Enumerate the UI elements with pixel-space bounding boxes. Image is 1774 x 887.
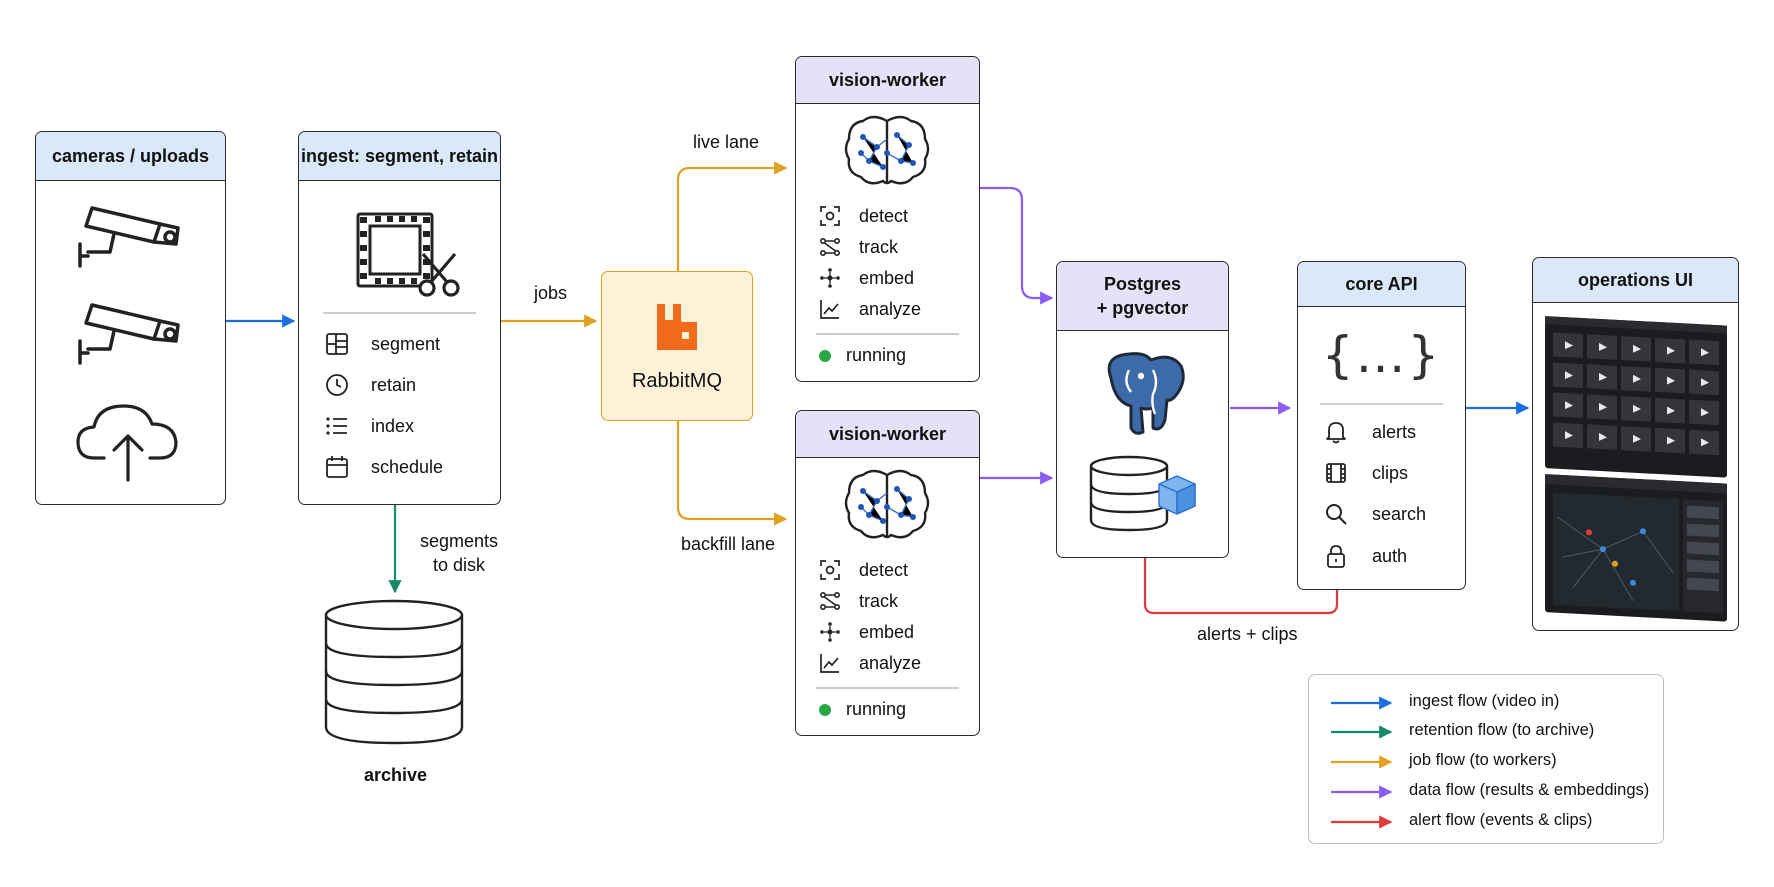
edge-rabbit-to-live-worker (676, 161, 788, 272)
vision-worker-backfill-node[interactable]: vision-worker detect track embed analyze… (795, 410, 980, 736)
chart-icon (820, 654, 839, 673)
status-dot-icon (819, 704, 831, 716)
cameras-uploads-node[interactable]: cameras / uploads (35, 131, 226, 505)
worker-item: track (859, 237, 899, 257)
cloud-upload-icon (76, 404, 178, 482)
api-item: search (1372, 504, 1427, 524)
vision-worker-live-node[interactable]: vision-worker detect track embed analyze… (795, 56, 980, 382)
lock-icon (1327, 545, 1345, 568)
layout-grid-icon (326, 333, 348, 355)
api-item: alerts (1372, 422, 1417, 442)
list-icon (326, 417, 347, 435)
edge-label-alerts-clips: alerts + clips (1197, 624, 1298, 644)
node-title: core API (1298, 262, 1465, 307)
worker-item: detect (859, 560, 909, 580)
ingest-item: index (371, 416, 415, 436)
worker-item: analyze (859, 653, 922, 673)
archive-database-icon (324, 599, 464, 745)
ingest-item: segment (371, 334, 441, 354)
rabbitmq-node[interactable]: RabbitMQ (601, 271, 753, 421)
braces-icon: {…} (1321, 326, 1442, 384)
rabbitmq-logo-icon (657, 304, 697, 350)
edge-label-to-disk: to disk (433, 555, 486, 575)
security-camera-icon (78, 206, 180, 268)
film-icon (1326, 463, 1346, 483)
legend-item: retention flow (to archive) (1409, 721, 1595, 739)
legend-item: data flow (results & embeddings) (1409, 781, 1650, 799)
chart-icon (820, 300, 839, 319)
archive-title: archive (364, 765, 428, 785)
legend-item: ingest flow (video in) (1409, 692, 1560, 710)
edge-rabbit-to-backfill-worker (676, 420, 788, 526)
core-api-node[interactable]: core API {…} alerts clips search auth (1297, 261, 1466, 590)
focus-icon (820, 560, 840, 580)
operations-ui-node[interactable]: operations UI (1532, 257, 1739, 631)
track-nodes-icon (820, 238, 840, 256)
security-camera-icon (78, 303, 180, 365)
api-item: clips (1372, 463, 1409, 483)
edge-label-backfill-lane: backfill lane (681, 534, 776, 554)
database-cube-icon (1089, 455, 1196, 532)
node-title: vision-worker (796, 411, 979, 458)
legend-item: alert flow (events & clips) (1409, 811, 1593, 829)
edge-live-worker-to-postgres (980, 186, 1054, 305)
node-title: cameras / uploads (36, 132, 225, 181)
node-title: Postgres + pgvector (1057, 262, 1228, 331)
worker-item: detect (859, 206, 909, 226)
postgres-node[interactable]: Postgres + pgvector (1056, 261, 1229, 558)
node-title: ingest: segment, retain (299, 132, 500, 181)
postgres-title-line1: Postgres (1103, 274, 1182, 294)
ingest-node[interactable]: ingest: segment, retain segment retain i… (298, 131, 501, 505)
node-title: operations UI (1533, 258, 1738, 303)
dashboard-screenshot-icon (1545, 316, 1727, 622)
status-dot-icon (819, 350, 831, 362)
worker-status: running (846, 345, 907, 365)
calendar-icon (326, 456, 348, 478)
ingest-item: retain (371, 375, 417, 395)
worker-item: embed (859, 268, 915, 288)
film-scissors-icon (356, 212, 460, 297)
brain-network-icon (844, 469, 930, 539)
track-nodes-icon (820, 592, 840, 610)
clock-icon (326, 374, 348, 396)
edge-label-live-lane: live lane (693, 132, 760, 152)
rabbitmq-title: RabbitMQ (631, 370, 723, 392)
worker-item: embed (859, 622, 915, 642)
postgres-title-line2: + pgvector (1096, 298, 1189, 318)
embed-icon (820, 622, 840, 642)
node-title: vision-worker (796, 57, 979, 104)
legend: ingest flow (video in) retention flow (t… (1308, 674, 1664, 844)
edge-label-jobs: jobs (534, 283, 568, 303)
edge-postgres-api-alerts (1143, 558, 1339, 615)
worker-item: track (859, 591, 899, 611)
bell-icon (1326, 422, 1346, 444)
postgres-elephant-icon (1107, 352, 1185, 435)
embed-icon (820, 268, 840, 288)
legend-arrows (1331, 696, 1393, 829)
search-icon (1326, 504, 1347, 525)
worker-status: running (846, 699, 907, 719)
edge-label-segments: segments (420, 531, 499, 551)
api-item: auth (1372, 546, 1408, 566)
focus-icon (820, 206, 840, 226)
worker-item: analyze (859, 299, 922, 319)
ingest-item: schedule (371, 457, 444, 477)
brain-network-icon (844, 115, 930, 185)
legend-item: job flow (to workers) (1409, 751, 1557, 769)
